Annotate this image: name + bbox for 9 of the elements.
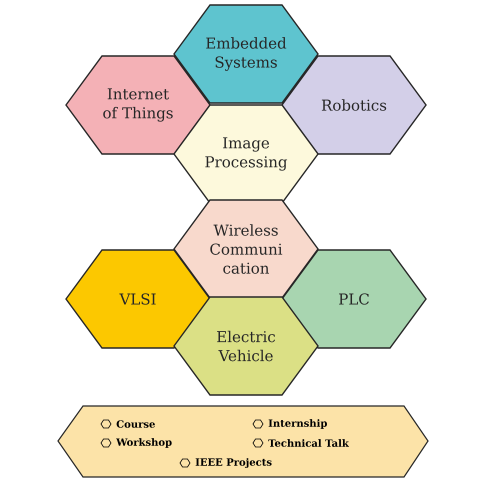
hexagon: Wireless Communi cation — [173, 199, 319, 299]
hexagon: VLSI — [65, 249, 211, 349]
hexagon: Robotics — [281, 55, 427, 155]
hexagon: Internet of Things — [65, 55, 211, 155]
hexagon: Electric Vehicle — [173, 296, 319, 396]
hexagon: PLC — [281, 249, 427, 349]
hexagon: Embedded Systems — [173, 4, 319, 104]
hexagon: Image Processing — [173, 104, 319, 204]
banner: Course Internship Workshop Technical Talk IEEE Projects — [57, 405, 429, 478]
